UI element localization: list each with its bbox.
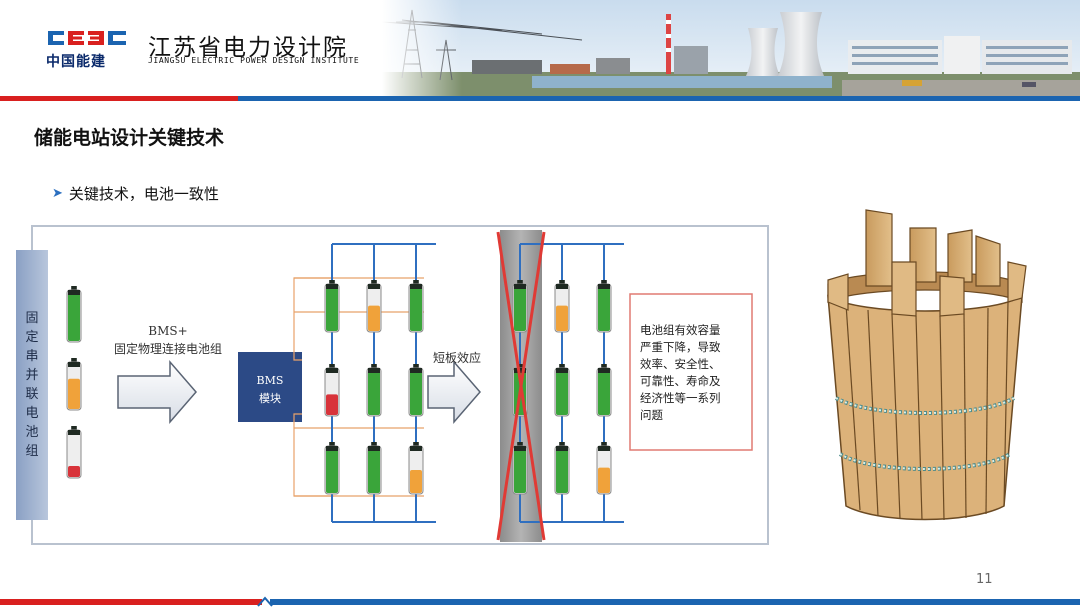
power-plant-banner-image: [382, 0, 1080, 96]
battery-icon: [555, 280, 569, 332]
battery-icon: [513, 442, 527, 494]
battery-icon: [367, 364, 381, 416]
battery-icon: [67, 286, 81, 342]
left-panel-char: 并: [25, 368, 38, 383]
triangle-right-icon: ➤: [52, 186, 63, 201]
battery-icon: [67, 358, 81, 410]
battery-icon: [597, 364, 611, 416]
left-panel: [16, 250, 48, 520]
ceec-logo: 中国能建: [46, 28, 130, 70]
battery-icon: [555, 442, 569, 494]
bms-module-box: [238, 352, 302, 422]
result-line: 效率、安全性、: [640, 357, 721, 371]
battery-icon: [597, 442, 611, 494]
footer-bar-blue: [270, 599, 1080, 605]
bms-label-line1: BMS: [257, 374, 284, 387]
footer-divider-mark: [256, 594, 274, 608]
result-line: 问题: [640, 408, 663, 422]
result-line: 电池组有效容量: [640, 323, 721, 337]
ceec-logo-icon: [46, 28, 130, 48]
left-panel-char: 串: [25, 349, 38, 364]
battery-icon: [325, 442, 339, 494]
left-panel-char: 定: [25, 330, 38, 345]
battery-icon: [409, 442, 423, 494]
left-panel-char: 组: [25, 444, 38, 459]
result-description-box: [630, 294, 752, 450]
result-line: 可靠性、寿命及: [640, 374, 721, 388]
header-accent-bar-red: [0, 96, 238, 101]
battery-consistency-diagram: 固定串并联电池组 BMS+ 固定物理连接电池组 BMS 模块 短板效应: [14, 222, 774, 550]
left-panel-char: 联: [25, 387, 38, 402]
page-number: 11: [976, 572, 993, 587]
wooden-bucket-illustration: [800, 206, 1050, 546]
battery-icon: [513, 280, 527, 332]
footer-bar-red: [0, 599, 262, 605]
logo-chinese-text: 中国能建: [46, 51, 106, 71]
battery-icon: [409, 280, 423, 332]
result-line: 经济性等一系列: [640, 391, 721, 405]
battery-icon: [67, 426, 81, 478]
arrow2-label: 短板效应: [433, 350, 481, 365]
left-panel-char: 池: [25, 425, 38, 440]
arrow1-label-line1: BMS+: [148, 324, 187, 338]
result-line: 严重下降，导致: [640, 340, 721, 354]
battery-icon: [367, 280, 381, 332]
battery-icon: [597, 280, 611, 332]
left-panel-char: 电: [25, 406, 38, 421]
arrow1-label-line2: 固定物理连接电池组: [114, 341, 222, 356]
bms-label-line2: 模块: [259, 392, 281, 405]
battery-icon: [555, 364, 569, 416]
bullet-point: ➤ 关键技术，电池一致性: [52, 183, 219, 204]
slide-header: 中国能建 江苏省电力设计院 JIANGSU ELECTRIC POWER DES…: [0, 0, 1080, 100]
institute-name-en: JIANGSU ELECTRIC POWER DESIGN INSTITUTE: [148, 56, 359, 65]
battery-icon: [325, 280, 339, 332]
header-accent-bar-blue: [238, 96, 1080, 101]
battery-icon: [325, 364, 339, 416]
battery-legend: [67, 286, 81, 478]
bullet-text: 关键技术，电池一致性: [69, 183, 219, 204]
slide-title: 储能电站设计关键技术: [34, 123, 224, 150]
left-panel-char: 固: [25, 311, 38, 326]
battery-icon: [409, 364, 423, 416]
battery-icon: [367, 442, 381, 494]
